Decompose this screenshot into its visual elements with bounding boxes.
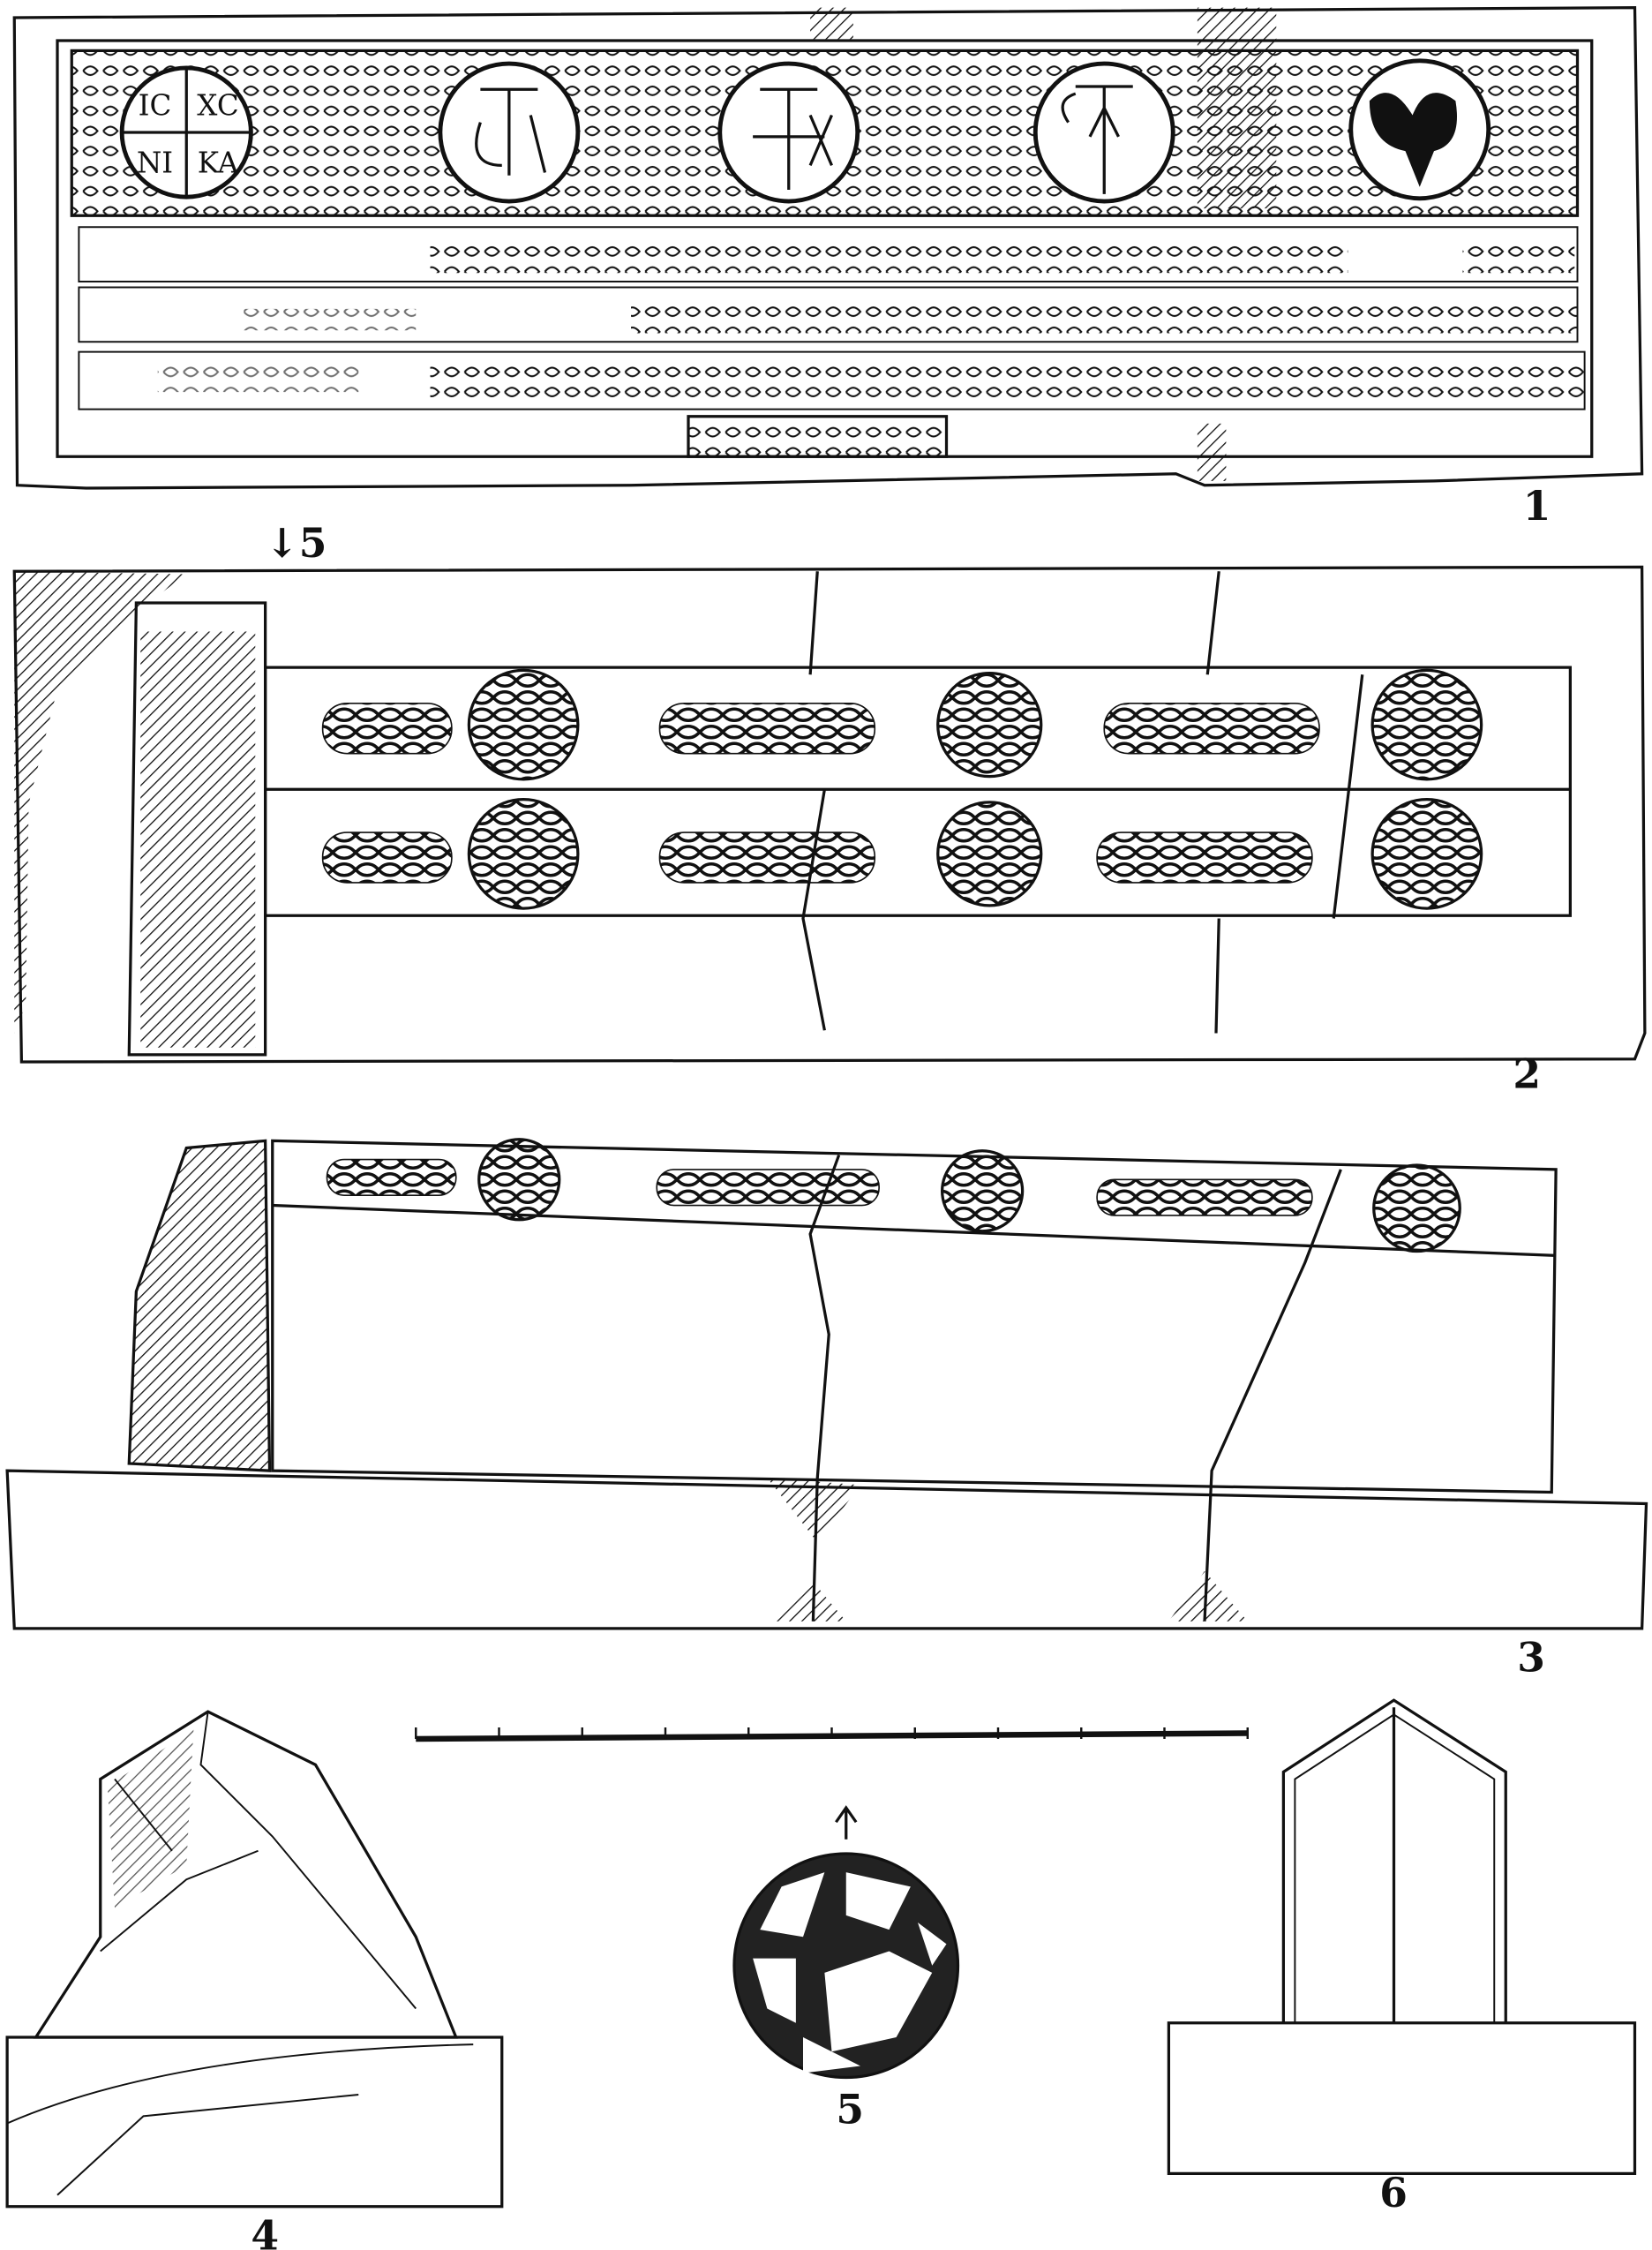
slab-outline xyxy=(12,5,1644,490)
damage-hatching xyxy=(810,7,853,40)
medallion-christogram: IC XC NI KA xyxy=(119,65,253,199)
scale-bar xyxy=(415,1727,1249,1742)
figure-2-plan-view: 2 xyxy=(12,565,1647,1097)
knotwork-row xyxy=(321,668,1483,910)
broken-edge-hatching xyxy=(14,571,187,1034)
monogram-ka: KA xyxy=(198,147,239,180)
figure-label-4: 4 xyxy=(251,2212,279,2250)
figure-5-cross-section: 5 xyxy=(732,1805,960,2133)
rosette-ornament xyxy=(467,668,580,781)
monogram-ic: IC xyxy=(139,89,172,123)
figure-1-inscribed-slab: IC XC NI KA 1 xyxy=(12,5,1644,530)
frieze-knotwork xyxy=(326,1138,1461,1253)
rosette-ornament xyxy=(467,797,580,910)
medallion-double-headed-eagle xyxy=(1348,58,1491,201)
inscription-line-3 xyxy=(157,362,1585,401)
medallion-monogram xyxy=(717,61,860,204)
fractured-block-hatching xyxy=(127,1139,272,1472)
braid-ornament xyxy=(321,832,453,884)
figure-label-6: 6 xyxy=(1379,2169,1408,2216)
medallion-band: IC XC NI KA xyxy=(70,49,1580,217)
section-marker-5: ↓5 xyxy=(266,519,327,567)
figure-3-elevation: 3 xyxy=(5,1138,1648,1682)
damage-hatching xyxy=(107,1728,194,1908)
figure-label-3: 3 xyxy=(1517,1634,1545,1682)
rosette-ornament xyxy=(936,671,1043,779)
monogram-xc: XC xyxy=(197,89,238,123)
date-plaque xyxy=(687,415,949,458)
arrow-up-icon xyxy=(835,1805,858,1840)
braid-ornament xyxy=(658,832,876,884)
figure-4-side-view: 4 xyxy=(5,1710,504,2250)
braid-ornament xyxy=(658,702,876,755)
figure-label-2: 2 xyxy=(1513,1050,1541,1097)
rosette-ornament xyxy=(1370,797,1483,910)
rosette-ornament xyxy=(936,801,1043,907)
medallion-monogram xyxy=(438,61,581,204)
inscription-line-1 xyxy=(430,237,1575,274)
damage-hatching xyxy=(1197,423,1227,481)
medallion-monogram xyxy=(1032,61,1175,204)
monogram-ni: NI xyxy=(137,147,173,180)
braid-ornament xyxy=(1103,702,1320,755)
damage-hatching xyxy=(767,1478,1248,1622)
rosette-ornament xyxy=(1370,668,1483,781)
figure-label-5: 5 xyxy=(836,2086,864,2133)
inscription-band xyxy=(78,226,1586,458)
inscription-line-2 xyxy=(244,297,1578,334)
figure-label-1: 1 xyxy=(1523,482,1551,530)
figure-6-reconstruction: 6 xyxy=(1167,1698,1637,2216)
braid-ornament xyxy=(321,702,453,755)
braid-ornament xyxy=(1096,832,1313,884)
fractured-block-hatching xyxy=(140,631,256,1048)
